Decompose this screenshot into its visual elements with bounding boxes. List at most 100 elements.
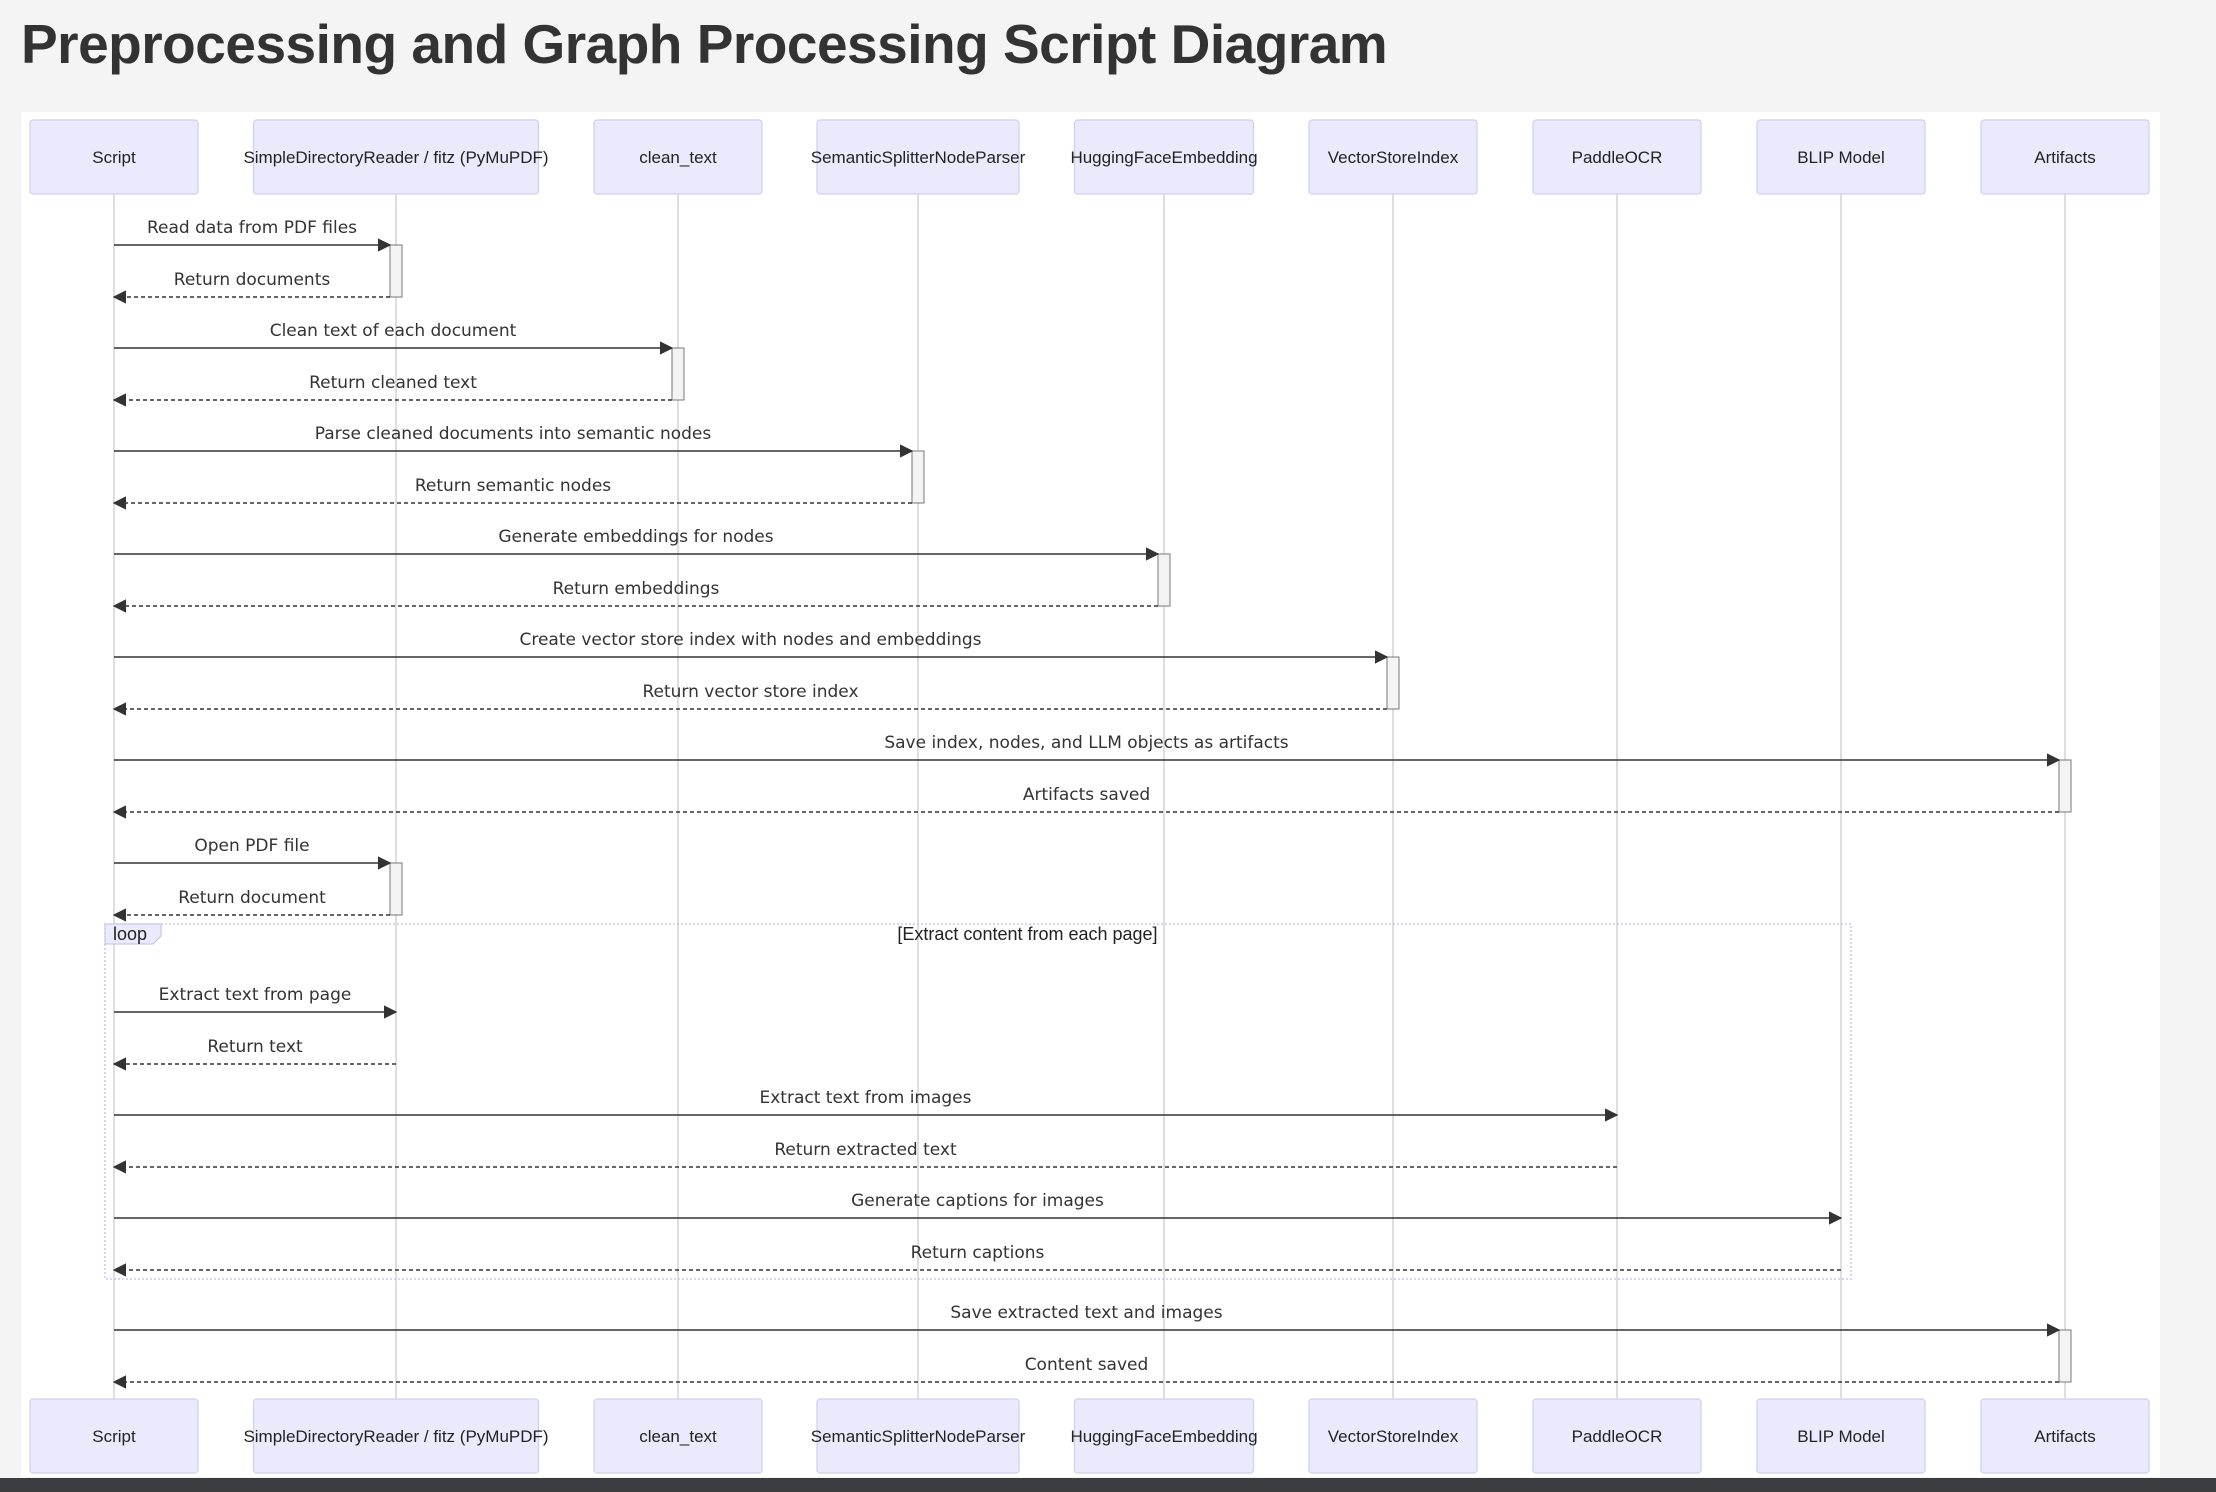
participant-box [252,119,540,195]
sequence-diagram: loop [Extract content from each page] Rea… [29,119,2150,1474]
message-label-7: Return embeddings [553,579,720,599]
participant-box [29,119,199,195]
participant-label: PaddleOCR [1572,1427,1663,1446]
participant-bottom-blip: BLIP Model [1756,1398,1926,1474]
message-11: Artifacts saved [112,785,2059,819]
message-18: Generate captions for images [114,1191,1843,1225]
window-bottom-bar [0,1478,2216,1492]
participant-label: VectorStoreIndex [1328,148,1459,167]
message-label-13: Return document [178,888,326,908]
participant-box [1980,1398,2150,1474]
participant-box [1308,1398,1478,1474]
message-label-12: Open PDF file [194,836,309,856]
participant-box [593,119,763,195]
participant-label: SemanticSplitterNodeParser [811,148,1026,167]
participant-box [29,1398,199,1474]
participant-label: BLIP Model [1797,148,1885,167]
message-label-6: Generate embeddings for nodes [498,527,773,547]
participant-box [593,1398,763,1474]
participant-label: BLIP Model [1797,1427,1885,1446]
page-title: Preprocessing and Graph Processing Scrip… [21,13,1388,75]
message-label-0: Read data from PDF files [147,218,357,238]
message-16: Extract text from images [114,1088,1619,1122]
message-label-4: Parse cleaned documents into semantic no… [315,424,712,444]
message-15: Return text [112,1037,396,1071]
participant-label: Artifacts [2034,148,2095,167]
participant-top-reader: SimpleDirectoryReader / fitz (PyMuPDF) [243,119,549,195]
message-6: Generate embeddings for nodes [114,527,1160,561]
participant-label: Script [92,148,136,167]
participant-box [1980,119,2150,195]
participant-label: Artifacts [2034,1427,2095,1446]
activation-clean-1 [671,347,685,401]
message-17: Return extracted text [112,1140,1617,1174]
message-label-15: Return text [207,1037,303,1057]
participant-top-blip: BLIP Model [1756,119,1926,195]
activation-reader-6 [389,862,403,916]
loop-label-box [104,923,162,945]
message-14: Extract text from page [114,985,398,1019]
participant-bottom-script: Script [29,1398,199,1474]
participant-top-artifacts: Artifacts [1980,119,2150,195]
diagram-canvas: loop [Extract content from each page] Rea… [21,112,2160,1477]
participant-box [1073,1398,1255,1474]
message-label-20: Save extracted text and images [950,1303,1222,1323]
participant-bottom-reader: SimpleDirectoryReader / fitz (PyMuPDF) [243,1398,549,1474]
participant-label: SimpleDirectoryReader / fitz (PyMuPDF) [243,148,548,167]
message-13: Return document [112,888,390,922]
participant-label: PaddleOCR [1572,148,1663,167]
message-5: Return semantic nodes [112,476,912,510]
participant-bottom-splitter: SemanticSplitterNodeParser [811,1398,1026,1474]
participant-label: clean_text [639,148,717,167]
message-label-10: Save index, nodes, and LLM objects as ar… [884,733,1288,753]
message-label-11: Artifacts saved [1023,785,1150,805]
message-label-21: Content saved [1025,1355,1149,1375]
message-9: Return vector store index [112,682,1387,716]
message-label-17: Return extracted text [774,1140,957,1160]
message-label-1: Return documents [174,270,331,290]
message-8: Create vector store index with nodes and… [114,630,1389,664]
participant-bottom-vsi: VectorStoreIndex [1308,1398,1478,1474]
message-1: Return documents [112,270,390,304]
participant-box [1073,119,1255,195]
participant-top-splitter: SemanticSplitterNodeParser [811,119,1026,195]
message-label-19: Return captions [911,1243,1045,1263]
loop-condition: [Extract content from each page] [897,924,1157,944]
message-12: Open PDF file [114,836,392,870]
activation-vsi-4 [1386,656,1400,710]
message-label-8: Create vector store index with nodes and… [519,630,981,650]
message-19: Return captions [112,1243,1841,1277]
message-label-5: Return semantic nodes [415,476,611,496]
message-10: Save index, nodes, and LLM objects as ar… [114,733,2061,767]
participant-label: clean_text [639,1427,717,1446]
message-4: Parse cleaned documents into semantic no… [114,424,914,458]
activation-artifacts-7 [2058,1329,2072,1383]
message-3: Return cleaned text [112,373,672,407]
participant-box [1756,1398,1926,1474]
loop-frame [104,923,1852,1280]
participant-top-ocr: PaddleOCR [1532,119,1702,195]
participant-label: HuggingFaceEmbedding [1070,148,1257,167]
message-2: Clean text of each document [114,321,674,355]
activation-embed-3 [1157,553,1171,607]
participant-label: Script [92,1427,136,1446]
participant-box [1532,1398,1702,1474]
participant-label: SimpleDirectoryReader / fitz (PyMuPDF) [243,1427,548,1446]
loop-label: loop [113,924,147,944]
message-7: Return embeddings [112,579,1158,613]
participant-top-vsi: VectorStoreIndex [1308,119,1478,195]
message-0: Read data from PDF files [114,218,392,252]
message-label-18: Generate captions for images [851,1191,1104,1211]
participant-label: SemanticSplitterNodeParser [811,1427,1026,1446]
participant-label: VectorStoreIndex [1328,1427,1459,1446]
activation-artifacts-5 [2058,759,2072,813]
message-label-3: Return cleaned text [309,373,477,393]
participant-top-embed: HuggingFaceEmbedding [1070,119,1258,195]
activation-reader-0 [389,244,403,298]
participant-bottom-artifacts: Artifacts [1980,1398,2150,1474]
participant-box [252,1398,540,1474]
message-20: Save extracted text and images [114,1303,2061,1337]
message-label-2: Clean text of each document [270,321,517,341]
participant-box [1756,119,1926,195]
activation-splitter-2 [911,450,925,504]
